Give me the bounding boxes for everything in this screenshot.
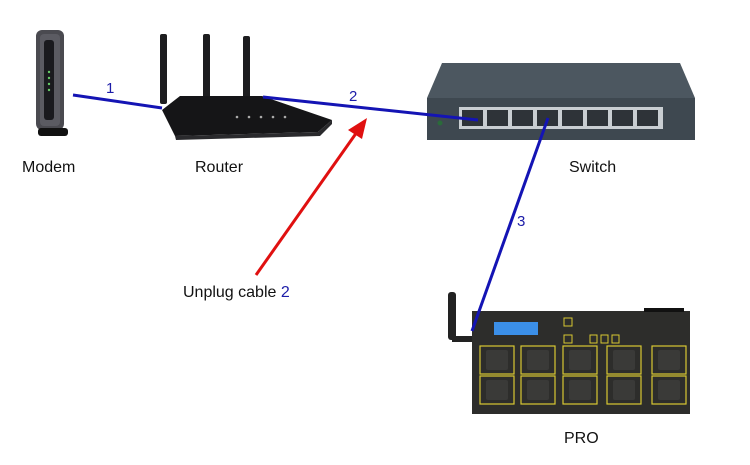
- router-device: [160, 34, 332, 140]
- modem-device: [36, 30, 68, 136]
- cable-1: [72, 93, 163, 110]
- unplug-instruction: Unplug cable 2: [183, 284, 290, 302]
- pro-outlet-frame: [606, 345, 642, 375]
- pro-outlet-frame: [479, 375, 515, 405]
- pro-outlet: [569, 350, 591, 370]
- pro-outlet: [527, 350, 549, 370]
- pro-outlet-frame: [520, 375, 556, 405]
- pro-outlet: [658, 380, 680, 400]
- cable-2-label: 2: [349, 88, 358, 105]
- switch-port: [587, 110, 608, 126]
- pro-outlet-frame: [562, 345, 598, 375]
- switch-port: [612, 110, 633, 126]
- switch-port: [487, 110, 508, 126]
- router-label: Router: [195, 159, 244, 176]
- cable-3-label: 3: [517, 213, 526, 230]
- pro-outlet: [658, 350, 680, 370]
- pro-outlet: [569, 380, 591, 400]
- pro-outlet: [613, 380, 635, 400]
- pro-outlet-frame: [651, 375, 687, 405]
- pro-outlet-frame: [520, 345, 556, 375]
- switch-port: [512, 110, 533, 126]
- pro-outlet-frame: [606, 375, 642, 405]
- unplug-text: Unplug cable: [183, 284, 281, 301]
- modem-label: Modem: [22, 159, 76, 176]
- unplug-cable-number: 2: [280, 284, 290, 301]
- switch-device: [427, 63, 695, 140]
- pro-device: [448, 292, 690, 414]
- pro-outlet-frame: [562, 375, 598, 405]
- pro-outlet-frame: [479, 345, 515, 375]
- pro-outlet-frame: [651, 345, 687, 375]
- pro-outlet: [613, 350, 635, 370]
- pro-outlet: [527, 380, 549, 400]
- cable-3: [470, 117, 550, 332]
- pro-outlet: [486, 380, 508, 400]
- switch-label: Switch: [569, 159, 617, 176]
- unplug-arrow: [254, 118, 367, 276]
- pro-outlet: [486, 350, 508, 370]
- cable-1-label: 1: [106, 80, 115, 97]
- pro-label: PRO: [564, 430, 599, 447]
- switch-port: [562, 110, 583, 126]
- switch-port: [637, 110, 658, 126]
- cable-2: [262, 95, 479, 122]
